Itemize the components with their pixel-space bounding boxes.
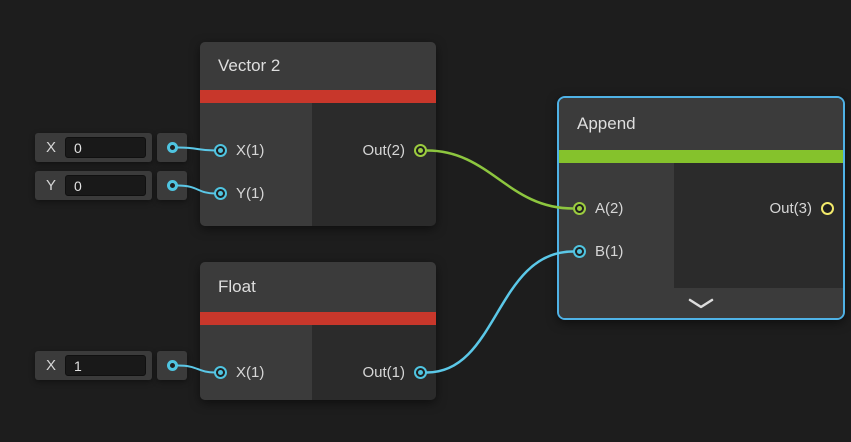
value-widget-body: X 0 xyxy=(35,133,152,162)
edge-float-out-to-append-b[interactable] xyxy=(425,250,575,374)
output-row: Out(1) xyxy=(312,351,427,394)
port-label: X(1) xyxy=(236,142,265,159)
value-input[interactable]: 0 xyxy=(65,175,146,196)
port-vector2-out[interactable] xyxy=(414,144,427,157)
widget-port[interactable] xyxy=(166,180,178,191)
input-column: X(1) xyxy=(200,325,312,400)
output-column: Out(3) xyxy=(674,163,843,288)
node-body: A(2) B(1) Out(3) xyxy=(559,163,843,288)
chevron-down-icon xyxy=(688,298,714,308)
value-widget-x0[interactable]: X 0 xyxy=(35,133,187,162)
field-label: X xyxy=(46,357,57,374)
node-title: Float xyxy=(200,262,436,312)
input-row: X(1) xyxy=(214,129,312,172)
node-title: Vector 2 xyxy=(200,42,436,90)
value-widget-body: X 1 xyxy=(35,351,152,380)
port-label: Out(2) xyxy=(362,142,405,159)
widget-port-box xyxy=(157,171,187,200)
edge-vector2-out-to-append-a[interactable] xyxy=(425,149,575,210)
edge-yfield-to-vector2-y[interactable] xyxy=(177,184,216,195)
node-title: Append xyxy=(559,98,843,150)
port-append-out[interactable] xyxy=(821,202,834,215)
widget-port[interactable] xyxy=(166,142,178,153)
input-column: A(2) B(1) xyxy=(559,163,674,288)
value-widget-body: Y 0 xyxy=(35,171,152,200)
input-row: B(1) xyxy=(573,230,674,273)
value-input[interactable]: 0 xyxy=(65,137,146,158)
field-label: Y xyxy=(46,177,57,194)
node-float[interactable]: Float X(1) Out(1) xyxy=(200,262,436,400)
node-body: X(1) Y(1) Out(2) xyxy=(200,103,436,226)
value-widget-x1[interactable]: X 1 xyxy=(35,351,187,380)
field-label: X xyxy=(46,139,57,156)
port-label: Y(1) xyxy=(236,185,265,202)
output-row: Out(2) xyxy=(312,129,427,172)
port-label: X(1) xyxy=(236,364,265,381)
accent-bar xyxy=(200,90,436,103)
port-label: Out(1) xyxy=(362,364,405,381)
input-column: X(1) Y(1) xyxy=(200,103,312,226)
node-append[interactable]: Append A(2) B(1) Out(3) xyxy=(557,96,845,320)
port-label: Out(3) xyxy=(769,200,812,217)
input-row: A(2) xyxy=(573,187,674,230)
edge-xfield-to-float-x[interactable] xyxy=(177,364,216,374)
port-label: B(1) xyxy=(595,243,624,260)
preview-toggle-button[interactable] xyxy=(559,288,843,318)
widget-port[interactable] xyxy=(166,360,178,371)
input-row: X(1) xyxy=(214,351,312,394)
node-vector2[interactable]: Vector 2 X(1) Y(1) Out(2) xyxy=(200,42,436,226)
value-widget-y0[interactable]: Y 0 xyxy=(35,171,187,200)
output-column: Out(2) xyxy=(312,103,436,226)
input-row: Y(1) xyxy=(214,172,312,215)
port-label: A(2) xyxy=(595,200,624,217)
accent-bar xyxy=(559,150,843,163)
accent-bar xyxy=(200,312,436,325)
port-float-out[interactable] xyxy=(414,366,427,379)
node-body: X(1) Out(1) xyxy=(200,325,436,400)
port-append-b[interactable] xyxy=(573,245,586,258)
output-column: Out(1) xyxy=(312,325,436,400)
port-append-a[interactable] xyxy=(573,202,586,215)
output-row: Out(3) xyxy=(674,187,834,230)
value-input[interactable]: 1 xyxy=(65,355,146,376)
edge-xfield-to-vector2-x[interactable] xyxy=(177,146,216,152)
